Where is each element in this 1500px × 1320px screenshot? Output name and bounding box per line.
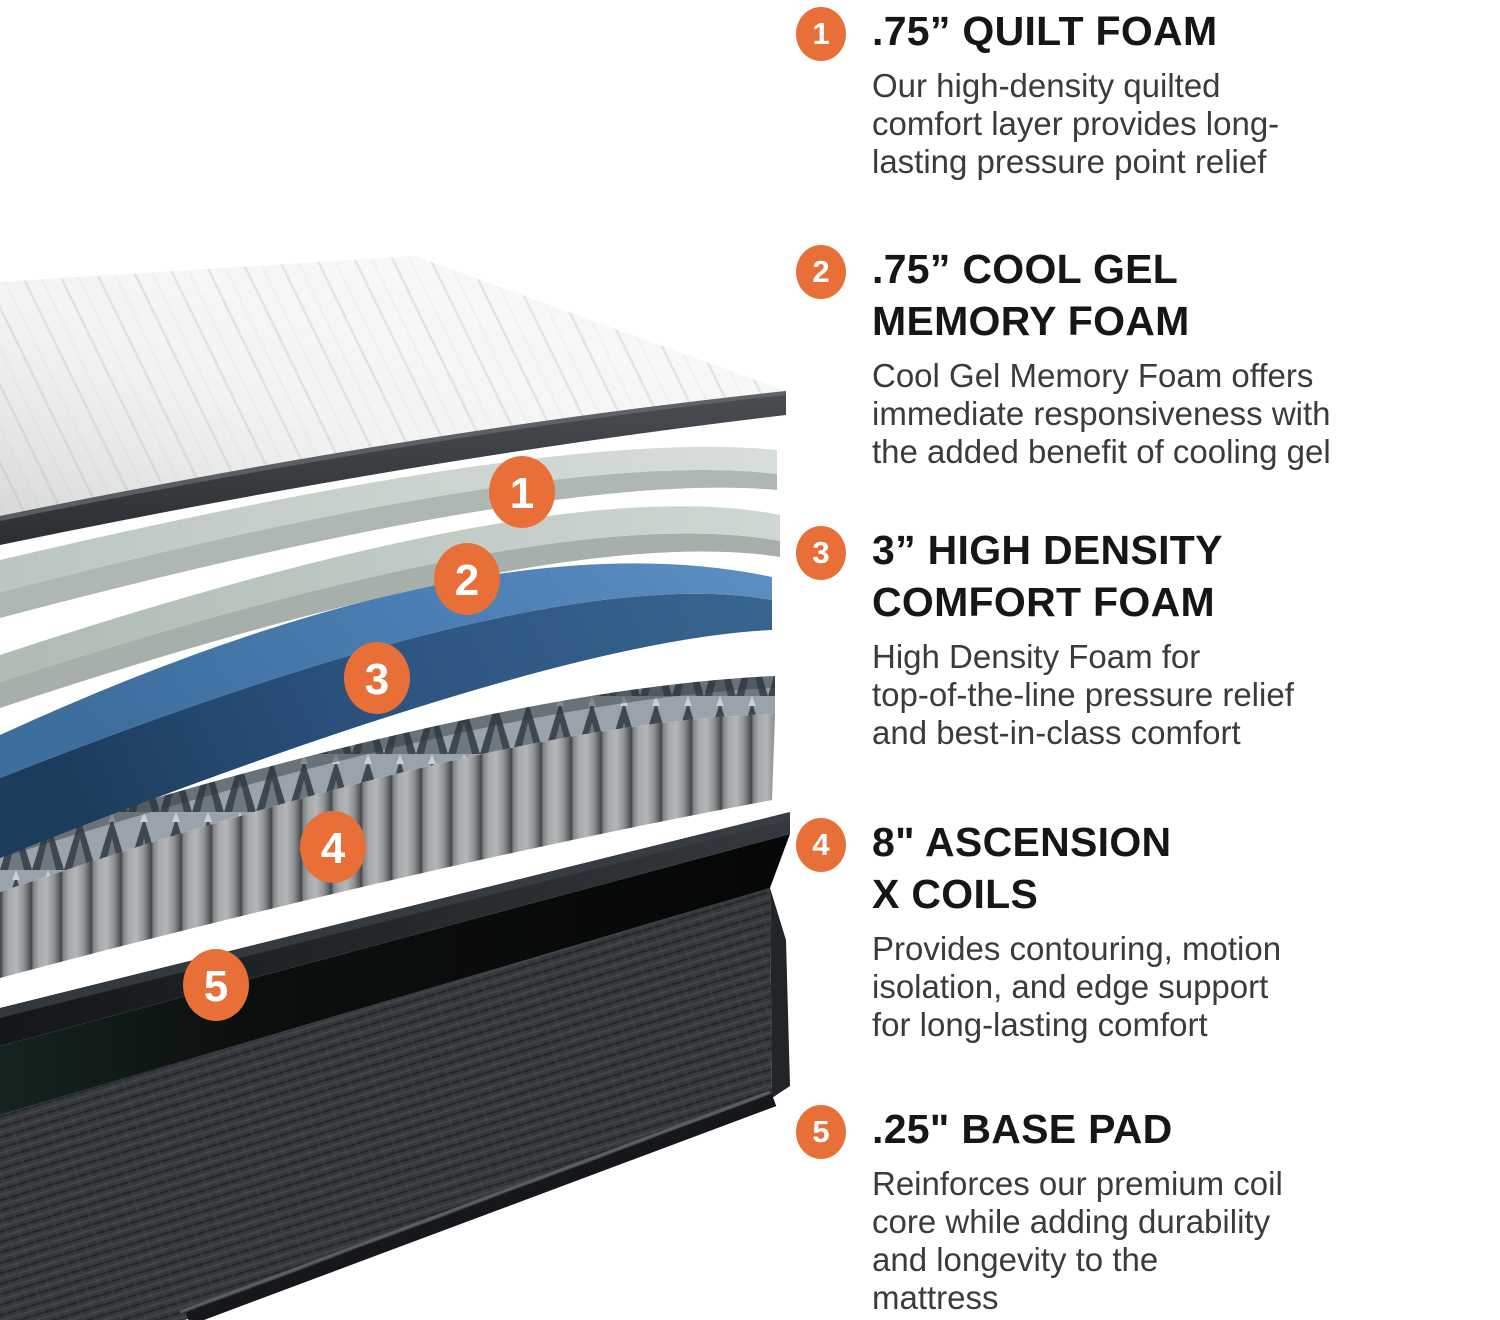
layer-marker-1-number: 1 (510, 469, 534, 518)
layer-quilted-top-cover (0, 256, 786, 545)
section-2-number: 2 (812, 254, 830, 289)
section-4-number: 4 (812, 827, 830, 862)
section-3-number: 3 (812, 535, 830, 570)
layer-marker-3-number: 3 (365, 655, 389, 704)
layer-base-box (0, 888, 790, 1320)
section-2-body: Cool Gel Memory Foam offers immediate re… (872, 357, 1331, 470)
layer-marker-1: 1 (489, 456, 555, 528)
layer-cool-gel-memory-foam (0, 506, 780, 708)
layer-marker-2-number: 2 (455, 556, 479, 605)
section-3-text: 3” HIGH DENSITY COMFORT FOAM High Densit… (872, 524, 1496, 752)
section-high-density-comfort-foam: 3 3” HIGH DENSITY COMFORT FOAM High Dens… (796, 524, 1496, 752)
layer-ascension-x-coils (0, 676, 775, 978)
section-4-title: 8" ASCENSION X COILS (872, 819, 1172, 917)
section-base-pad: 5 .25" BASE PAD Reinforces our premium c… (796, 1103, 1496, 1317)
layer-high-density-comfort-foam (0, 563, 772, 858)
section-1-title: .75” QUILT FOAM (872, 8, 1218, 54)
section-3-body: High Density Foam for top-of-the-line pr… (872, 638, 1294, 751)
layer-quilt-foam (0, 446, 777, 618)
section-4-badge: 4 (796, 818, 846, 872)
section-5-badge: 5 (796, 1105, 846, 1159)
section-3-badge: 3 (796, 526, 846, 580)
section-4-body: Provides contouring, motion isolation, a… (872, 930, 1282, 1043)
section-cool-gel-memory-foam: 2 .75” COOL GEL MEMORY FOAM Cool Gel Mem… (796, 243, 1496, 471)
layer-marker-4-number: 4 (321, 824, 346, 873)
layer-marker-2: 2 (434, 543, 500, 615)
section-2-title: .75” COOL GEL MEMORY FOAM (872, 246, 1190, 344)
layer-marker-4: 4 (300, 811, 366, 883)
section-5-body: Reinforces our premium coil core while a… (872, 1165, 1283, 1316)
layer-marker-5: 5 (183, 949, 249, 1021)
section-1-badge: 1 (796, 7, 846, 61)
section-quilt-foam: 1 .75” QUILT FOAM Our high-density quilt… (796, 5, 1496, 181)
section-1-body: Our high-density quilted comfort layer p… (872, 67, 1280, 180)
section-1-text: .75” QUILT FOAM Our high-density quilted… (872, 5, 1496, 181)
section-ascension-x-coils: 4 8" ASCENSION X COILS Provides contouri… (796, 816, 1496, 1044)
section-5-title: .25" BASE PAD (872, 1106, 1173, 1152)
layer-marker-5-number: 5 (204, 962, 228, 1011)
section-5-number: 5 (812, 1114, 830, 1149)
section-3-title: 3” HIGH DENSITY COMFORT FOAM (872, 527, 1223, 625)
section-2-text: .75” COOL GEL MEMORY FOAM Cool Gel Memor… (872, 243, 1496, 471)
section-5-text: .25" BASE PAD Reinforces our premium coi… (872, 1103, 1496, 1317)
section-2-badge: 2 (796, 245, 846, 299)
base-shadow (0, 834, 790, 1115)
layer-marker-3: 3 (344, 642, 410, 714)
section-1-number: 1 (812, 16, 830, 51)
mattress-illustration: 1 2 3 4 5 (0, 256, 790, 1320)
section-4-text: 8" ASCENSION X COILS Provides contouring… (872, 816, 1496, 1044)
